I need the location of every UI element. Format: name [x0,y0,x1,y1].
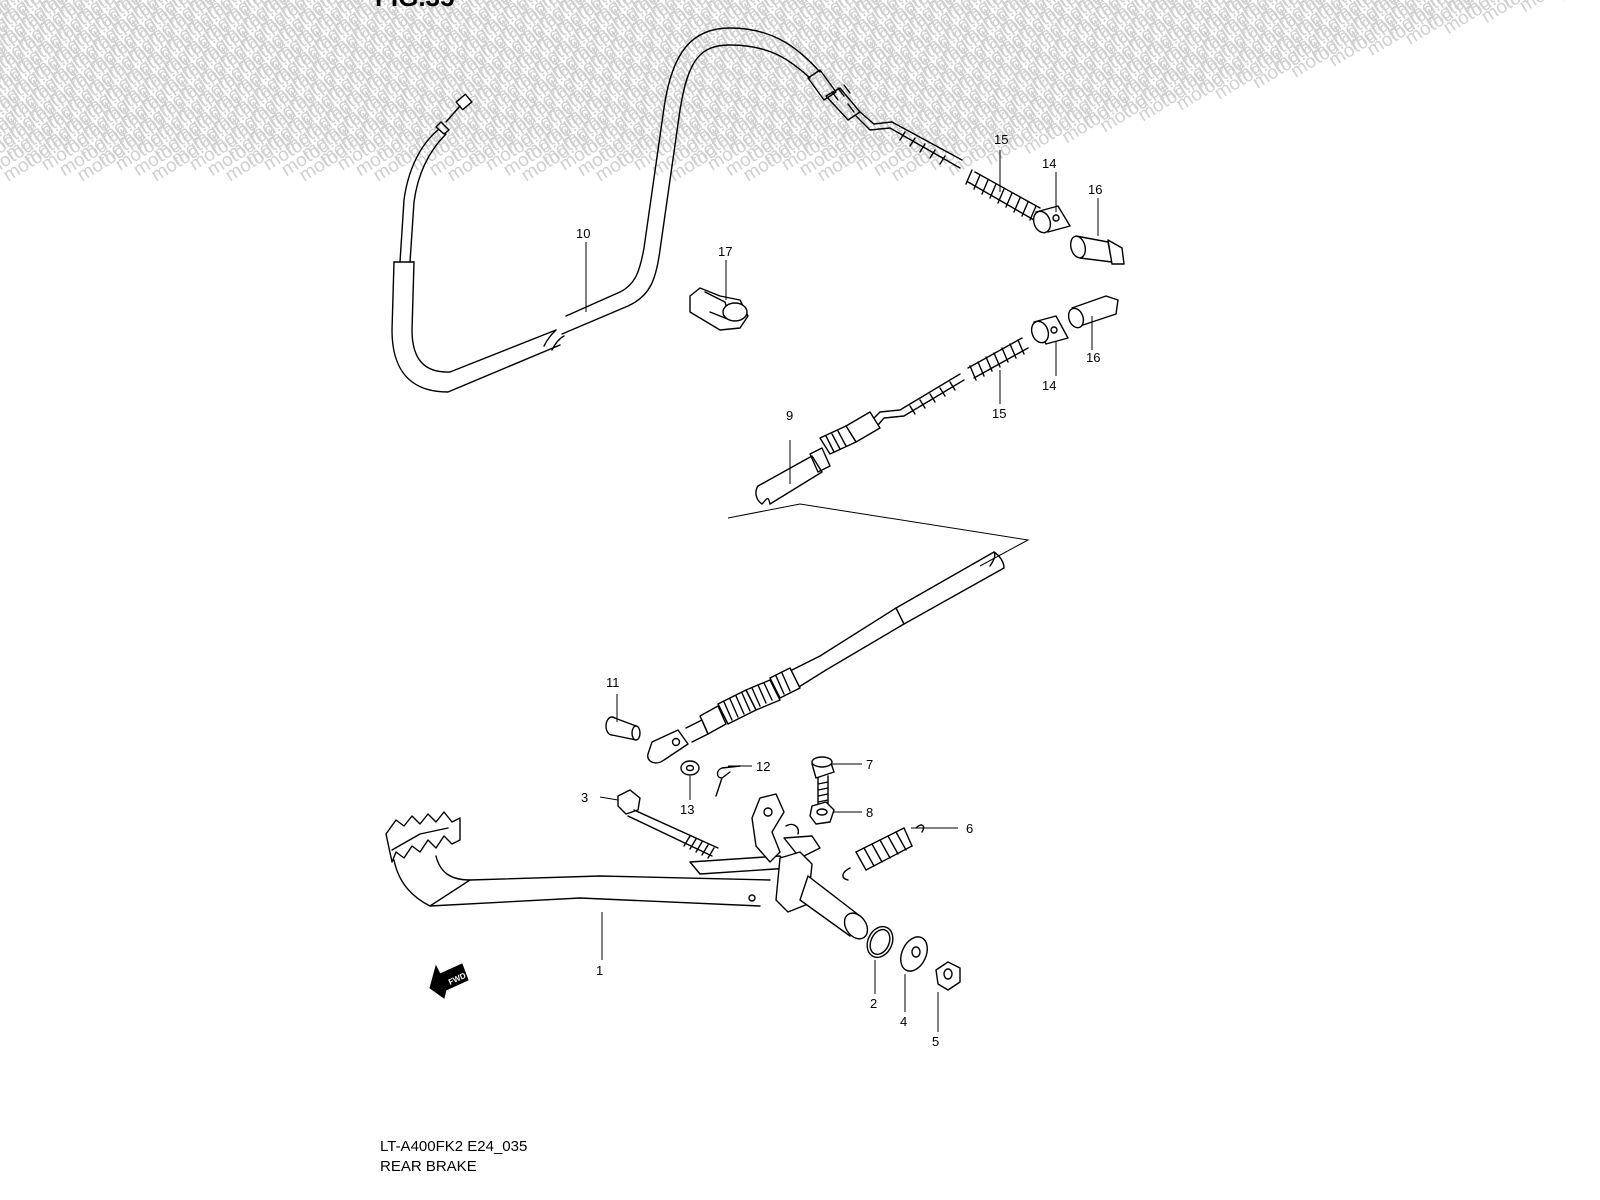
callout-14-upper: 14 [1042,156,1056,171]
continuation-line [727,503,1030,567]
callout-17: 17 [718,244,732,259]
callout-5: 5 [932,1034,939,1049]
part-15-spring-upper [965,169,1041,221]
part-1-brake-pedal [385,793,869,940]
callout-16-lower: 16 [1086,350,1100,365]
callout-13: 13 [680,802,694,817]
callout-8: 8 [866,805,873,820]
part-3-bolt [617,789,719,859]
callout-15-upper: 15 [994,132,1008,147]
part-4-washer [900,936,928,972]
part-12-cotter-pin [715,765,741,797]
callout-1: 1 [596,963,603,978]
callout-2: 2 [870,996,877,1011]
callout-labels: 1 2 3 4 5 6 7 8 9 10 11 12 13 14 14 15 1… [576,132,1102,1049]
part-16-pin-upper [1069,235,1125,265]
part-9-brake-cable [755,373,965,505]
part-8-nut [809,801,835,825]
callout-7: 7 [866,757,873,772]
callout-3: 3 [581,790,588,805]
callout-10: 10 [576,226,590,241]
callout-14-lower: 14 [1042,378,1056,393]
part-17-clamp [689,287,749,331]
watermark-text: motod.ru [1554,0,1600,6]
callout-4: 4 [900,1014,907,1029]
callout-12: 12 [756,759,770,774]
part-6-spring [842,824,925,881]
part-15-spring-lower [967,337,1029,381]
part-10-brake-cable [391,27,963,393]
part-16-pin-lower [1067,295,1119,329]
leader-lines [585,150,1099,1032]
part-13-washer [680,760,700,776]
part-11-clevis-pin [605,716,641,741]
callout-16-upper: 16 [1088,182,1102,197]
part-14-collar-upper [1032,205,1071,234]
callout-11: 11 [606,675,620,690]
model-code: LT-A400FK2 E24_035 [380,1138,528,1155]
callout-9: 9 [786,408,793,423]
fwd-arrow-icon: FWD [429,963,469,999]
part-5-nut [935,961,961,991]
callout-15-lower: 15 [992,406,1006,421]
part-2-o-ring [866,925,894,959]
part-14-collar-lower [1030,315,1069,345]
diagram-name: REAR BRAKE [380,1158,477,1175]
callout-6: 6 [966,821,973,836]
part-7-bolt [811,756,835,812]
part-9-cable-continuation [647,551,1005,764]
figure-title: FIG.35 [375,0,454,13]
